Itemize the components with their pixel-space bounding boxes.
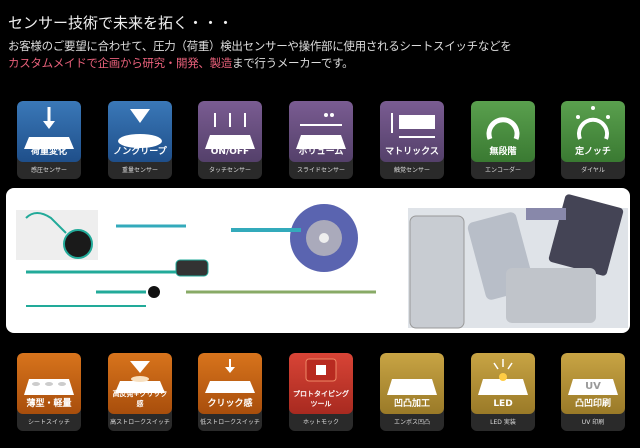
tile-label: 無段階 xyxy=(489,147,517,157)
tile-dial[interactable]: 定ノッチ ダイヤル xyxy=(561,101,625,179)
tile-caption: エンコーダー xyxy=(484,167,521,174)
tile-face: プロトタイピングツール xyxy=(289,353,353,414)
tile-press-plate[interactable]: 荷重変化 感圧センサー xyxy=(17,101,81,179)
matrix-icon xyxy=(391,113,435,138)
low-stroke-icon xyxy=(205,359,255,393)
tile-label: プロトタイピングツール xyxy=(293,390,349,408)
tile-label: 凹凸加工 xyxy=(393,399,430,409)
intro-highlight-1: カスタムメイドで企画から研究・開発、 xyxy=(8,56,210,70)
prototype-icon xyxy=(305,358,337,382)
tile-press-disc[interactable]: ノンクリープ 重量センサー xyxy=(108,101,172,179)
press-disc-icon xyxy=(118,109,162,148)
tile-label: マトリックス xyxy=(385,147,439,157)
intro-line-3: カスタムメイドで企画から研究・開発、製造まで行うメーカーです。 xyxy=(8,55,354,71)
tile-low-stroke[interactable]: クリック感 低ストロークスイッチ xyxy=(198,353,262,431)
tile-face: ボリューム xyxy=(289,101,353,162)
tile-label: ボリューム xyxy=(298,147,344,157)
tile-emboss[interactable]: 凹凸加工 エンボス凹凸 xyxy=(380,353,444,431)
headline: センサー技術で未来を拓く・・・ xyxy=(8,14,234,32)
tile-label: ノンクリープ xyxy=(113,147,167,157)
tile-label: 定ノッチ xyxy=(575,147,611,157)
uv-print-icon: UV xyxy=(568,379,618,395)
emboss-icon xyxy=(387,379,437,395)
sensor-tiles-row: 荷重変化 感圧センサー ノンクリープ 重量センサー ON/OFF タッチセンサー… xyxy=(0,101,640,179)
tile-caption: スライドセンサー xyxy=(296,167,345,174)
tile-caption: LED 実装 xyxy=(490,419,516,426)
tile-face: マトリックス xyxy=(380,101,444,162)
products-illustration xyxy=(16,194,628,329)
switch-tiles-row: 薄型・軽量 シートスイッチ 高反発+クリック感 高ストロークスイッチ クリック感… xyxy=(0,353,640,431)
tile-label: 凸凹印刷 xyxy=(574,399,611,409)
tile-face: 荷重変化 xyxy=(17,101,81,162)
tile-caption: 感圧センサー xyxy=(30,167,67,174)
tile-face: 無段階 xyxy=(471,101,535,162)
tile-face: ノンクリープ xyxy=(108,101,172,162)
tile-label: LED xyxy=(493,399,513,409)
tile-caption: 触覚センサー xyxy=(393,167,430,174)
sheet-switch-icon xyxy=(24,379,74,395)
tile-led[interactable]: LED LED 実装 xyxy=(471,353,535,431)
tile-face: 高反発+クリック感 xyxy=(108,353,172,414)
tile-multi-press[interactable]: ON/OFF タッチセンサー xyxy=(198,101,262,179)
tile-label: クリック感 xyxy=(207,399,253,409)
intro-line-2: お客様のご要望に合わせて、圧力（荷重）検出センサーや操作部に使用されるシートスイ… xyxy=(8,39,512,53)
tile-face: ON/OFF xyxy=(198,101,262,162)
tile-label: 高反発+クリック感 xyxy=(112,390,168,408)
tile-label: 薄型・軽量 xyxy=(26,399,72,409)
multi-press-icon xyxy=(205,113,255,149)
product-photo xyxy=(6,188,630,333)
tile-face: LED xyxy=(471,353,535,414)
tile-matrix[interactable]: マトリックス 触覚センサー xyxy=(380,101,444,179)
slide-icon xyxy=(296,113,346,149)
tile-caption: エンボス凹凸 xyxy=(393,419,430,426)
tile-label: 荷重変化 xyxy=(30,147,67,157)
tile-caption: 低ストロークスイッチ xyxy=(200,419,260,426)
led-icon xyxy=(478,359,528,395)
tile-rotate[interactable]: 無段階 エンコーダー xyxy=(471,101,535,179)
press-plate-icon xyxy=(24,107,74,149)
tile-uv-print[interactable]: UV 凸凹印刷 UV 印刷 xyxy=(561,353,625,431)
high-stroke-icon xyxy=(115,361,165,393)
tile-face: 薄型・軽量 xyxy=(17,353,81,414)
tile-face: 定ノッチ xyxy=(561,101,625,162)
tile-caption: シートスイッチ xyxy=(27,419,70,426)
tile-face: 凹凸加工 xyxy=(380,353,444,414)
dial-icon xyxy=(576,106,610,140)
tile-slide[interactable]: ボリューム スライドセンサー xyxy=(289,101,353,179)
tile-prototype[interactable]: プロトタイピングツール ホットモック xyxy=(289,353,353,431)
tile-face: UV 凸凹印刷 xyxy=(561,353,625,414)
intro-line-3-rest: まで行うメーカーです。 xyxy=(232,56,354,70)
tile-caption: ホットモック xyxy=(302,419,339,426)
svg-text:UV: UV xyxy=(585,381,601,392)
tile-label: ON/OFF xyxy=(210,147,250,157)
tile-caption: タッチセンサー xyxy=(208,167,251,174)
tile-caption: UV 印刷 xyxy=(581,419,605,426)
intro-highlight-2: 製造 xyxy=(209,56,233,70)
tile-caption: 高ストロークスイッチ xyxy=(110,419,170,426)
tile-sheet-switch[interactable]: 薄型・軽量 シートスイッチ xyxy=(17,353,81,431)
tile-face: クリック感 xyxy=(198,353,262,414)
tile-caption: ダイヤル xyxy=(581,167,605,174)
rotate-icon xyxy=(486,117,520,140)
tile-high-stroke[interactable]: 高反発+クリック感 高ストロークスイッチ xyxy=(108,353,172,431)
tile-caption: 重量センサー xyxy=(121,167,158,174)
